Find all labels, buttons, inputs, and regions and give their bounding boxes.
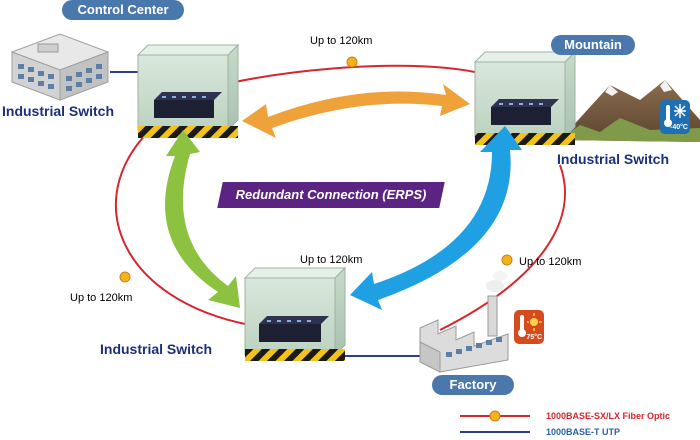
location-mountain: Mountain <box>551 35 635 55</box>
cold-temperature-text: -40°C <box>670 124 688 131</box>
distance-label-top: Up to 120km <box>310 35 373 47</box>
switch-enclosure-bottom <box>243 266 347 361</box>
distance-label-bottom: Up to 120km <box>300 254 363 266</box>
switch-label-bottom: Industrial Switch <box>100 341 213 357</box>
distance-label-left: Up to 120km <box>70 292 133 304</box>
location-control-center: Control Center <box>62 0 184 20</box>
erps-banner: Redundant Connection (ERPS) <box>217 182 445 208</box>
factory-icon <box>419 271 509 373</box>
snowflake-thermometer-icon <box>664 104 686 127</box>
legend-utp-label: 1000BASE-T UTP <box>546 427 621 437</box>
sun-thermometer-icon <box>518 313 542 337</box>
distance-label-right: Up to 120km <box>519 256 582 268</box>
fiber-sfp-marker <box>346 56 358 68</box>
orange-double-arrow <box>242 84 470 138</box>
fiber-sfp-marker <box>501 254 513 266</box>
legend-fiber-label: 1000BASE-SX/LX Fiber Optic <box>546 411 671 421</box>
switch-label-top-left: Industrial Switch <box>2 103 115 119</box>
green-arrow <box>165 130 240 308</box>
hot-temperature-badge: 75°C <box>514 310 544 344</box>
erps-label: Redundant Connection (ERPS) <box>235 187 427 202</box>
cold-temperature-badge: -40°C <box>660 100 690 134</box>
hot-temperature-text: 75°C <box>526 334 542 341</box>
switch-enclosure-top-left <box>136 43 240 138</box>
control-center-building-icon <box>10 33 110 101</box>
blue-arrow <box>350 126 522 310</box>
fiber-sfp-marker <box>119 271 131 283</box>
location-factory: Factory <box>432 375 514 395</box>
switch-enclosure-top-right <box>473 50 577 145</box>
switch-label-top-right: Industrial Switch <box>557 151 670 167</box>
legend-fiber-symbol <box>460 410 530 422</box>
